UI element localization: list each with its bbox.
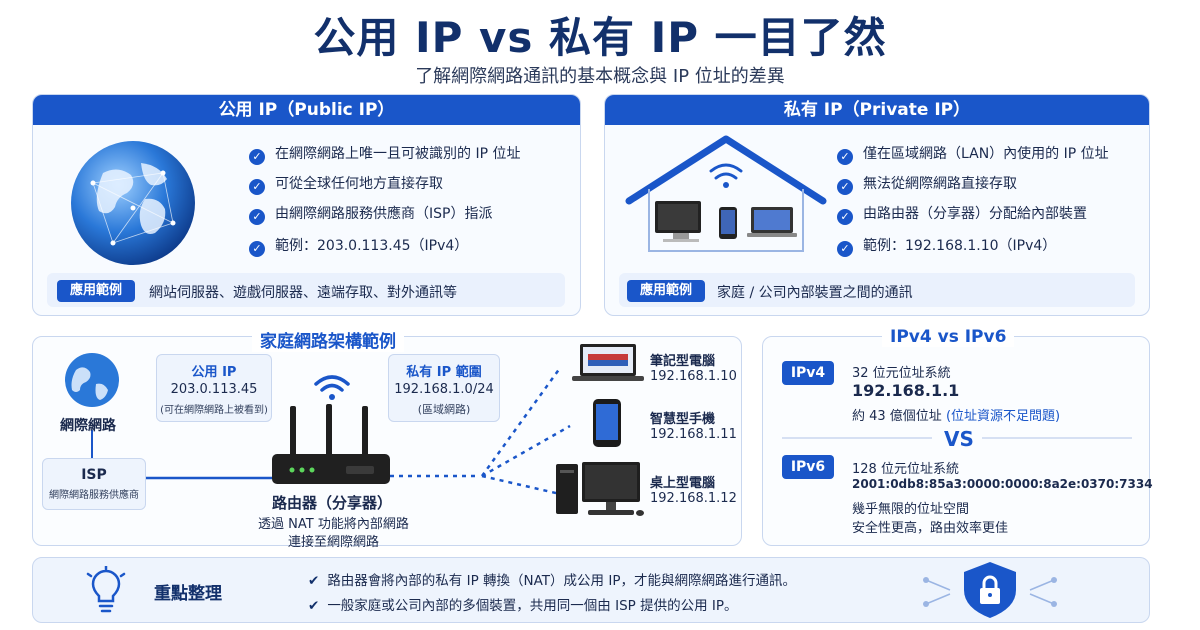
ipv6-example: 2001:0db8:85a3:0000:0000:8a2e:0370:7334 [852, 477, 1153, 491]
vs-label: VS [944, 427, 974, 451]
public-box-note: (可在網際網路上被看到) [160, 405, 268, 416]
device-ip: 192.168.1.10 [650, 369, 737, 384]
list-item: ✓範例：192.168.1.10（IPv4） [837, 235, 1056, 257]
list-item: ✓由路由器（分享器）分配給內部裝置 [837, 203, 1087, 225]
private-usage-bar [619, 273, 1135, 307]
private-ip-range-box: 私有 IP 範圍 192.168.1.0/24 (區域網路) [388, 354, 500, 422]
page-subtitle: 了解網際網路通訊的基本概念與 IP 位址的差異 [415, 66, 785, 87]
list-item: ✓在網際網路上唯一且可被識別的 IP 位址 [249, 143, 520, 165]
list-item: ✓無法從網際網路直接存取 [837, 173, 1017, 195]
ipv4-count: 約 43 億個位址 (位址資源不足問題) [852, 409, 1061, 424]
internet-globe-icon [65, 353, 119, 407]
ipv4-note: (位址資源不足問題) [945, 409, 1061, 424]
private-ip-card: 私有 IP（Private IP） ✓僅在區域網路（LAN）內使用的 IP 位址… [604, 94, 1150, 316]
check-icon: ✔ [308, 573, 320, 589]
ipv4-tag: IPv4 [782, 361, 834, 385]
public-ip-box: 公用 IP 203.0.113.45 (可在網際網路上被看到) [156, 354, 272, 422]
check-icon: ✓ [837, 241, 853, 257]
home-network-heading: 家庭網路架構範例 [252, 327, 404, 352]
router-desc-1: 透過 NAT 功能將內部網路 [258, 517, 409, 532]
page-title: 公用 IP vs 私有 IP 一目了然 [313, 13, 887, 62]
private-box-ip: 192.168.1.0/24 [394, 382, 494, 397]
ipv4-example: 192.168.1.1 [852, 381, 960, 400]
laptop-icon [572, 344, 644, 381]
ipv-compare-heading: IPv4 vs IPv6 [882, 327, 1015, 347]
isp-desc: 網際網路服務供應商 [49, 490, 139, 501]
internet-label: 網際網路 [60, 418, 116, 434]
router-title: 路由器（分享器） [272, 494, 393, 512]
list-item: ✓由網際網路服務供應商（ISP）指派 [249, 203, 492, 225]
private-ip-heading: 私有 IP（Private IP） [605, 95, 1149, 125]
public-ip-card: 公用 IP（Public IP） ✓在網際網路上唯一且可被識別的 IP 位址 ✓… [32, 94, 581, 316]
list-item: ✓範例：203.0.113.45（IPv4） [249, 235, 468, 257]
summary-point: ✔路由器會將內部的私有 IP 轉換（NAT）成公用 IP，才能與網際網路進行通訊… [308, 573, 796, 589]
device-name: 桌上型電腦 [650, 476, 716, 491]
check-icon: ✔ [308, 598, 320, 614]
ipv6-tag: IPv6 [782, 455, 834, 479]
isp-title: ISP [81, 467, 107, 483]
device-ip: 192.168.1.12 [650, 491, 737, 506]
isp-box: ISP 網際網路服務供應商 [42, 458, 146, 510]
check-icon: ✓ [249, 149, 265, 165]
check-icon: ✓ [249, 241, 265, 257]
device-name: 筆記型電腦 [650, 354, 716, 369]
ipv6-line1: 幾乎無限的位址空間 [852, 502, 970, 517]
wifi-icon [314, 375, 350, 400]
device-name: 智慧型手機 [650, 412, 716, 427]
list-item: ✓可從全球任何地方直接存取 [249, 173, 443, 195]
ipv4-bits: 32 位元位址系統 [852, 366, 951, 381]
public-usage-tag: 應用範例 [57, 280, 135, 302]
ipv6-line2: 安全性更高，路由效率更佳 [852, 521, 1009, 536]
summary-point: ✔一般家庭或公司內部的多個裝置，共用同一個由 ISP 提供的公用 IP。 [308, 598, 738, 614]
public-box-title: 公用 IP [191, 365, 237, 380]
security-lock-icon [923, 562, 1057, 618]
private-usage-tag: 應用範例 [627, 280, 705, 302]
check-icon: ✓ [249, 179, 265, 195]
router-desc-2: 連接至網際網路 [288, 535, 380, 550]
device-ip: 192.168.1.11 [650, 427, 737, 442]
summary-heading: 重點整理 [154, 584, 222, 604]
check-icon: ✓ [249, 209, 265, 225]
summary-section [32, 557, 1150, 623]
ipv6-bits: 128 位元位址系統 [852, 462, 959, 477]
list-item: ✓僅在區域網路（LAN）內使用的 IP 位址 [837, 143, 1109, 165]
smartphone-icon [593, 399, 621, 447]
private-box-note: (區域網路) [417, 403, 471, 416]
vs-divider [782, 437, 1132, 439]
private-usage-text: 家庭 / 公司內部裝置之間的通訊 [717, 285, 913, 301]
public-box-ip: 203.0.113.45 [170, 382, 258, 397]
public-usage-text: 網站伺服器、遊戲伺服器、遠端存取、對外通訊等 [149, 285, 457, 301]
router-icon [272, 404, 390, 484]
check-icon: ✓ [837, 149, 853, 165]
desktop-computer-icon [556, 462, 644, 516]
check-icon: ✓ [837, 209, 853, 225]
check-icon: ✓ [837, 179, 853, 195]
lightbulb-icon [86, 566, 126, 613]
globe-icon [71, 141, 195, 265]
private-box-title: 私有 IP 範圍 [406, 365, 482, 380]
home-network-icon [625, 135, 827, 252]
public-ip-heading: 公用 IP（Public IP） [33, 95, 580, 125]
